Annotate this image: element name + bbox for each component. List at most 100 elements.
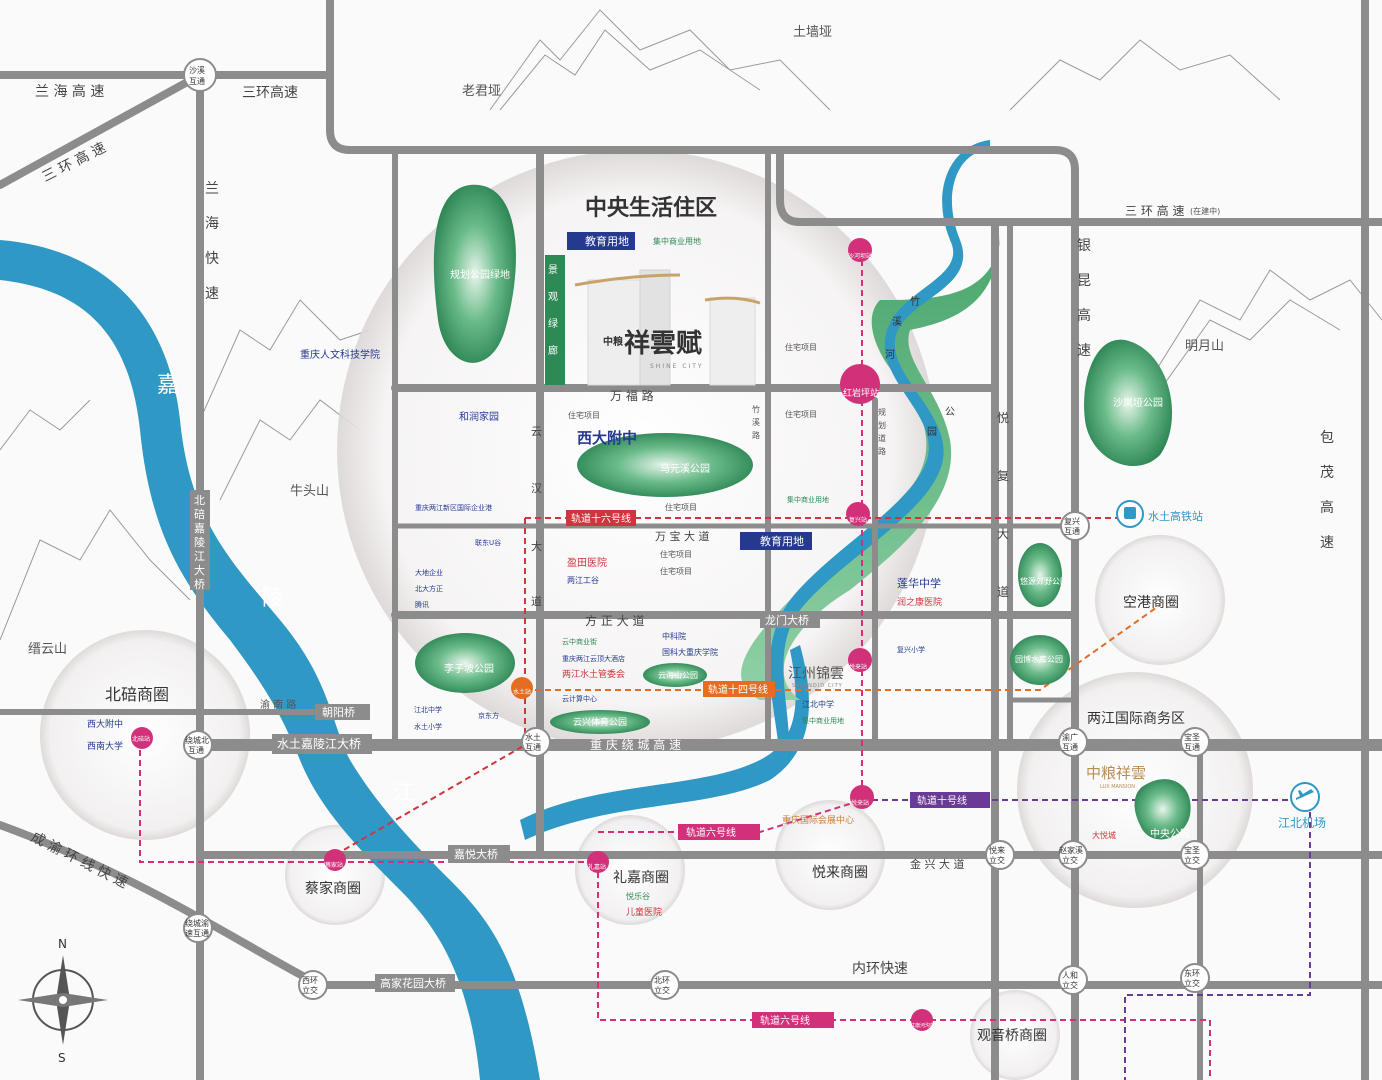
road-lanhai-kuaisu-1: 兰: [205, 181, 219, 197]
road-yuefu-1: 悦: [997, 411, 1009, 425]
poi-zhuzhai-1: 住宅项目: [785, 342, 817, 352]
poi-liangjiang-gonggu: 两江工谷: [567, 576, 599, 585]
svg-text:复兴站: 复兴站: [849, 516, 867, 524]
bridge-char-4: 陵: [194, 536, 205, 549]
metro-line6b: 轨道六号线: [760, 1014, 810, 1027]
poi-zhuzhai-4: 住宅项目: [665, 502, 697, 512]
bridge-chaoyang-plate: [315, 704, 370, 720]
poi-ertong: 儿童医院: [626, 906, 662, 918]
svg-text:立交: 立交: [1062, 855, 1078, 865]
road-neihuan-kuaisu: 内环快速: [852, 961, 908, 977]
svg-text:绕城渝: 绕城渝: [185, 918, 209, 928]
svg-text:悦来站: 悦来站: [851, 799, 869, 807]
poi-herun: 和润家园: [459, 410, 499, 423]
compass-n: N: [58, 937, 67, 951]
compass-s: S: [58, 1051, 66, 1065]
park-yingtian: [1018, 543, 1062, 607]
jingguan-4: 廊: [548, 344, 558, 357]
project-xiangyun: 中粮祥雲: [1086, 764, 1146, 782]
poi-shuitu-guanweihui: 两江水土管委会: [562, 668, 625, 680]
bridge-jiayue-plate: [448, 845, 510, 863]
park-shalanya-label: 沙岚垭公园: [1113, 396, 1163, 409]
jingguan-2: 观: [548, 291, 558, 303]
road-under-construction: (在建中): [1190, 206, 1220, 216]
metro-line6b-badge: [752, 1012, 834, 1028]
road-yuefu-3: 大: [997, 527, 1009, 541]
road-lanhai-kuaisu-4: 速: [205, 286, 219, 302]
road-labels: 兰 海 高 速 三环高速 三 环 高 速 三 环 高 速 (在建中) 兰 海 快…: [28, 83, 1334, 977]
poi-guoji-huizhan: 重庆国际会展中心: [782, 814, 854, 826]
park-zhuxi-3: 河: [885, 349, 895, 361]
project-xiangyun-sub: LUX MANSION: [1100, 784, 1135, 790]
poi-yingtian-yiyuan: 盈田医院: [567, 556, 607, 569]
metro-line10: 轨道十号线: [917, 794, 967, 807]
bridge-char-3: 嘉: [194, 521, 205, 535]
poi-shuitu-xiaoxue: 水土小学: [414, 722, 442, 731]
road-guihua-1: 规: [878, 407, 886, 417]
svg-text:北碚站: 北碚站: [132, 735, 150, 743]
svg-text:红旗河沟站: 红旗河沟站: [910, 1022, 935, 1029]
bridge-char-6: 大: [194, 563, 205, 577]
svg-text:宝圣: 宝圣: [1184, 732, 1200, 742]
caijia-circle: [285, 825, 385, 925]
poi-jizhong-shangye2: 集中商业用地: [787, 495, 829, 504]
river-char-jiang: 江: [393, 781, 415, 806]
bridge-gaojia: 高家花园大桥: [380, 976, 446, 990]
svg-text:礼嘉站: 礼嘉站: [588, 863, 606, 871]
station-hongyanping: 红岩坪站: [840, 364, 880, 404]
train-station-icon: [1116, 500, 1144, 528]
metro-labels: 轨道十六号线 轨道十四号线 轨道六号线 轨道六号线 轨道十号线 沙河坝站 红岩坪…: [131, 238, 990, 1031]
park-zhuxi-1: 竹: [910, 295, 920, 308]
project-brand: 中粮: [603, 335, 623, 348]
poi-zhuzhai-3: 住宅项目: [568, 410, 600, 420]
poi-jiangbei-jichang: 江北机场: [1278, 816, 1326, 830]
lijia-circle: [575, 815, 685, 925]
station-caijia: 蔡家站: [324, 849, 346, 871]
road-jinxing-dadao: 金 兴 大 道: [910, 857, 965, 871]
bridge-char-5: 江: [194, 550, 205, 563]
road-yinkun-1: 银: [1077, 238, 1091, 254]
road-guihua-4: 路: [878, 446, 886, 456]
beibei-bridge-label: 北 碚 嘉 陵 江 大 桥: [190, 490, 210, 591]
poi-xinan-daxue: 西南大学: [87, 740, 123, 752]
district-konggang: 空港商圈: [1123, 595, 1179, 611]
road-fangzheng-dadao: 方 正 大 道: [585, 613, 644, 628]
jingguan-green-corridor: [545, 255, 565, 385]
metro-line14-badge: [703, 681, 775, 697]
mountain-mingyueshan: 明月山: [1185, 339, 1224, 354]
road-baomao-2: 茂: [1320, 464, 1334, 481]
park-lizipo-label: 李子坡公园: [444, 662, 494, 675]
bridge-longmen: 龙门大桥: [765, 613, 809, 627]
station-yuelai: 悦来站: [850, 785, 874, 809]
park-yuanshan-label: 园博水库公园: [1015, 654, 1063, 664]
district-liangjiang-cbd: 两江国际商务区: [1087, 711, 1185, 727]
bridge-char-1: 北: [194, 494, 205, 507]
svg-text:沙溪: 沙溪: [189, 65, 205, 75]
svg-text:宝圣: 宝圣: [1184, 845, 1200, 855]
mountain-sketches: [0, 9, 1382, 641]
park-yunhaishan: [643, 663, 707, 687]
liangjiang-cbd-circle: [1017, 672, 1253, 908]
bridge-labels: 朝阳桥 水土嘉陵江大桥 嘉悦大桥 高家花园大桥 龙门大桥: [272, 612, 820, 992]
poi-jiaoyu1-badge: [567, 232, 635, 250]
station-shuitu: 水土站: [511, 677, 533, 699]
zhuxi-blue-stream: [769, 140, 990, 760]
svg-text:东环: 东环: [1184, 968, 1200, 978]
svg-text:立交: 立交: [1184, 978, 1200, 988]
project-sub: SHINE CITY: [650, 363, 704, 370]
svg-text:互通: 互通: [1064, 526, 1080, 536]
road-yunhan-2: 汉: [531, 482, 542, 495]
poi-xida-fuzhong: 西大附中: [577, 429, 637, 447]
road-yunhan-3: 大: [531, 539, 542, 553]
poi-jizhong-shangye: 集中商业用地: [653, 236, 701, 246]
park-zhuxi-2: 溪: [892, 316, 902, 328]
station-lijia: 礼嘉站: [587, 851, 609, 873]
district-beibei: 北碚商圈: [105, 685, 169, 704]
road-zhuxi-1: 竹: [752, 404, 760, 414]
